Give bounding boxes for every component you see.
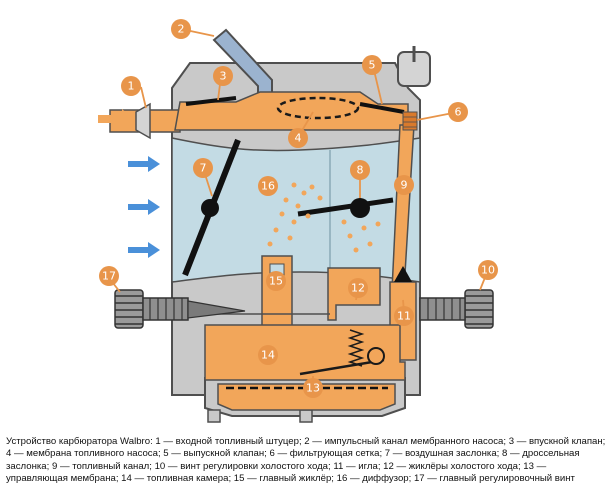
main-adjust-screw bbox=[114, 289, 246, 329]
callout-15: 15 bbox=[266, 271, 286, 291]
callout-11-label: 11 bbox=[397, 310, 411, 323]
callout-3-label: 3 bbox=[220, 70, 227, 83]
needle bbox=[394, 266, 412, 282]
callout-16: 16 bbox=[258, 176, 278, 196]
callout-6-label: 6 bbox=[455, 106, 462, 119]
pump-membrane bbox=[276, 96, 360, 120]
figure-caption: Устройство карбюратора Walbro: 1 — входн… bbox=[6, 436, 606, 485]
fuel-inlet-arrow bbox=[98, 109, 134, 129]
callout-13-label: 13 bbox=[306, 382, 320, 395]
throttle-valve bbox=[297, 197, 394, 218]
callout-2-label: 2 bbox=[178, 23, 185, 36]
callout-14-label: 14 bbox=[261, 349, 275, 362]
callout-12-label: 12 bbox=[351, 282, 365, 295]
callout-9: 9 bbox=[394, 175, 414, 195]
callout-8: 8 bbox=[350, 160, 370, 180]
callout-6: 6 bbox=[448, 102, 468, 122]
callout-13: 13 bbox=[303, 378, 323, 398]
callout-17-label: 17 bbox=[102, 270, 116, 283]
callout-5: 5 bbox=[362, 55, 382, 75]
callout-10: 10 bbox=[478, 260, 498, 280]
callout-11: 11 bbox=[394, 306, 414, 326]
diffuser-droplets bbox=[267, 182, 381, 253]
callout-7-label: 7 bbox=[200, 162, 207, 175]
callout-5-label: 5 bbox=[369, 59, 376, 72]
callout-4: 4 bbox=[288, 128, 308, 148]
callout-14: 14 bbox=[258, 345, 278, 365]
callout-7: 7 bbox=[193, 158, 213, 178]
carburetor-diagram: 1 2 3 4 5 6 7 8 9 10 11 12 13 14 15 16 1… bbox=[98, 19, 498, 423]
filter-screen bbox=[402, 111, 418, 131]
callout-12: 12 bbox=[348, 278, 368, 298]
outlet-valve bbox=[359, 102, 405, 114]
callout-9-label: 9 bbox=[401, 179, 408, 192]
callout-8-label: 8 bbox=[357, 164, 364, 177]
callout-markers: 1 2 3 4 5 6 7 8 9 10 11 12 13 14 15 16 1… bbox=[99, 19, 498, 398]
idle-adjust-screw bbox=[419, 289, 494, 329]
callout-17: 17 bbox=[99, 266, 119, 286]
callout-10-label: 10 bbox=[481, 264, 495, 277]
spring-lever bbox=[299, 329, 385, 376]
inlet-valve bbox=[185, 96, 237, 106]
inlet-fitting bbox=[135, 102, 151, 140]
callout-1: 1 bbox=[121, 76, 141, 96]
choke-valve bbox=[182, 138, 241, 277]
callout-4-label: 4 bbox=[295, 132, 302, 145]
callout-16-label: 16 bbox=[261, 180, 275, 193]
callout-2: 2 bbox=[171, 19, 191, 39]
callout-3: 3 bbox=[213, 66, 233, 86]
callout-15-label: 15 bbox=[269, 275, 283, 288]
callout-1-label: 1 bbox=[128, 80, 135, 93]
air-flow-arrows bbox=[128, 156, 160, 258]
